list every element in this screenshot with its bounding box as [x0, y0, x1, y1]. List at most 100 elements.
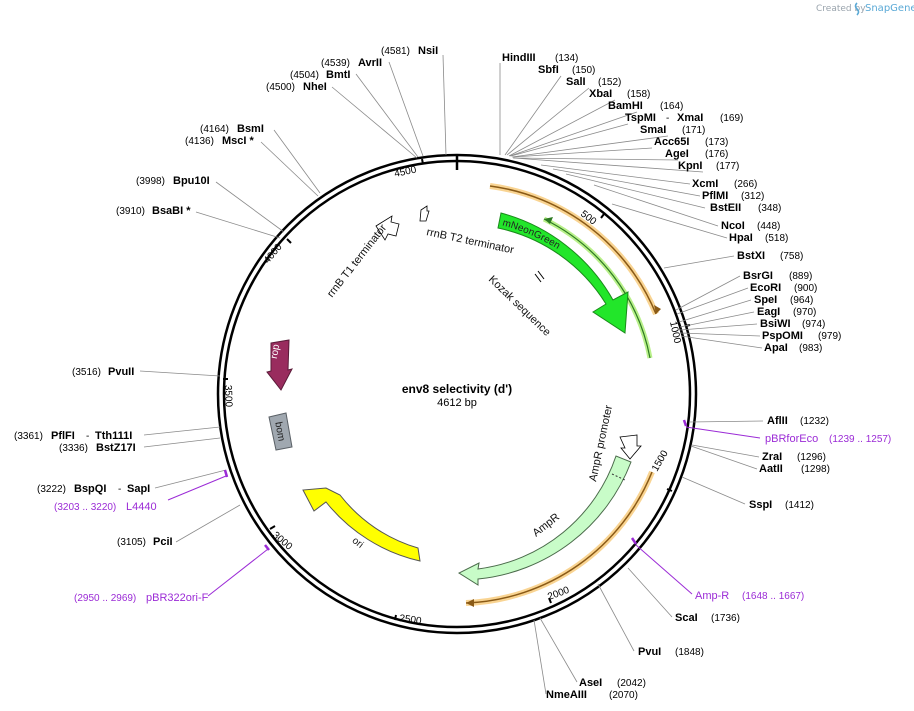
- svg-text:BstZ17I: BstZ17I: [96, 442, 136, 454]
- enzyme-bsrgi[interactable]: BsrGI (889): [743, 270, 812, 282]
- orf-ampr[interactable]: [465, 470, 655, 607]
- enzyme-msci[interactable]: (4136) MscI *: [185, 135, 255, 147]
- primer-label-l4440[interactable]: (3203 .. 3220) L4440: [54, 501, 157, 513]
- enzyme-kpni[interactable]: KpnI (177): [678, 160, 739, 172]
- enzyme-bsabi[interactable]: (3910) BsaBI *: [116, 205, 191, 217]
- enzyme-ncoi[interactable]: NcoI (448): [721, 220, 780, 232]
- feature-rop[interactable]: [266, 339, 293, 391]
- feature-label-ampr: AmpR: [530, 511, 562, 539]
- enzyme-ecori[interactable]: EcoRI (900): [750, 282, 817, 294]
- svg-text:SbfI: SbfI: [538, 64, 559, 76]
- enzyme-bsiwi[interactable]: BsiWI (974): [760, 318, 825, 330]
- svg-text:(312): (312): [741, 191, 764, 202]
- enzyme-bmti[interactable]: (4504) BmtI: [290, 69, 350, 81]
- feature-label-bom: bom: [272, 421, 286, 442]
- svg-text:Acc65I: Acc65I: [654, 136, 689, 148]
- svg-text:SmaI: SmaI: [640, 124, 666, 136]
- enzyme-scai[interactable]: ScaI (1736): [675, 612, 740, 624]
- enzyme-acc65i[interactable]: Acc65I (173): [654, 136, 728, 148]
- enzyme-nsii[interactable]: (4581) NsiI: [381, 45, 438, 57]
- svg-text:MscI *: MscI *: [222, 135, 255, 147]
- enzyme-bsteii[interactable]: BstEII (348): [710, 202, 781, 214]
- svg-text:(171): (171): [682, 125, 705, 136]
- svg-text:(1648 .. 1667): (1648 .. 1667): [742, 591, 804, 602]
- svg-text:NsiI: NsiI: [418, 45, 438, 57]
- svg-text:(974): (974): [802, 319, 825, 330]
- svg-text:(1296): (1296): [797, 452, 826, 463]
- enzyme-pflfi[interactable]: (3361) PflFI - Tth111I: [14, 430, 132, 442]
- svg-text:BmtI: BmtI: [326, 69, 350, 81]
- enzyme-zrai[interactable]: ZraI (1296): [762, 451, 826, 463]
- svg-text:(152): (152): [598, 77, 621, 88]
- enzyme-asei[interactable]: AseI (2042): [579, 677, 646, 689]
- enzyme-pspomi[interactable]: PspOMI (979): [762, 330, 841, 342]
- enzyme-bspqi[interactable]: (3222) BspQI - SapI: [37, 483, 150, 495]
- svg-text:(1736): (1736): [711, 613, 740, 624]
- svg-text:(900): (900): [794, 283, 817, 294]
- feature-rrnb-t2: [419, 205, 430, 222]
- enzyme-pvui[interactable]: PvuI (1848): [638, 646, 704, 658]
- svg-text:(964): (964): [790, 295, 813, 306]
- svg-text:(889): (889): [789, 271, 812, 282]
- svg-text:AvrII: AvrII: [358, 57, 382, 69]
- svg-text:ZraI: ZraI: [762, 451, 782, 463]
- primer-label-pbrforeco[interactable]: pBRforEco (1239 .. 1257): [765, 433, 891, 445]
- enzyme-nmeaiii[interactable]: NmeAIII (2070): [546, 689, 638, 701]
- enzyme-apai[interactable]: ApaI (983): [764, 342, 822, 354]
- feature-mneongreen[interactable]: [497, 212, 629, 334]
- enzyme-eagi[interactable]: EagI (970): [757, 306, 816, 318]
- svg-text:AseI: AseI: [579, 677, 602, 689]
- svg-text:(1232): (1232): [800, 416, 829, 427]
- enzyme-hpai[interactable]: HpaI (518): [729, 232, 788, 244]
- enzyme-sbfi[interactable]: SbfI (150): [538, 64, 595, 76]
- svg-text:NcoI: NcoI: [721, 220, 745, 232]
- svg-text:(1239 .. 1257): (1239 .. 1257): [829, 434, 891, 445]
- svg-text:(348): (348): [758, 203, 781, 214]
- feature-label-ori: ori: [350, 535, 366, 551]
- enzyme-bamhi[interactable]: BamHI (164): [608, 100, 683, 112]
- feature-ori[interactable]: [302, 487, 421, 562]
- svg-text:Amp-R: Amp-R: [695, 590, 729, 602]
- enzyme-bsmi[interactable]: (4164) BsmI: [200, 123, 264, 135]
- primer-label-pbr322ori[interactable]: (2950 .. 2969) pBR322ori-F: [74, 592, 209, 604]
- primer-pbr322ori[interactable]: [207, 544, 270, 597]
- enzyme-xcmi[interactable]: XcmI (266): [692, 178, 757, 190]
- enzyme-pcii[interactable]: (3105) PciI: [117, 536, 173, 548]
- primer-pbrforeco[interactable]: [682, 419, 761, 439]
- enzyme-smai[interactable]: SmaI (171): [640, 124, 705, 136]
- svg-text:ApaI: ApaI: [764, 342, 788, 354]
- svg-text:TspMI: TspMI: [625, 112, 656, 124]
- feature-ampr[interactable]: [457, 455, 632, 586]
- enzyme-spei[interactable]: SpeI (964): [754, 294, 813, 306]
- svg-text:PvuI: PvuI: [638, 646, 661, 658]
- enzyme-sspi[interactable]: SspI (1412): [749, 499, 814, 511]
- enzyme-agei[interactable]: AgeI (176): [665, 148, 728, 160]
- svg-text:L4440: L4440: [126, 501, 157, 513]
- enzyme-pvuii[interactable]: (3516) PvuII: [72, 366, 134, 378]
- primer-l4440[interactable]: [167, 469, 229, 501]
- enzyme-aatii[interactable]: AatII (1298): [759, 463, 830, 475]
- enzyme-bpu10i[interactable]: (3998) Bpu10I: [136, 175, 210, 187]
- orf-mneongreen-inner[interactable]: [542, 216, 653, 359]
- enzyme-bstxi[interactable]: BstXI (758): [737, 250, 803, 262]
- orf-mneongreen[interactable]: [489, 183, 661, 316]
- feature-bom[interactable]: [268, 412, 293, 451]
- svg-text:(2950 .. 2969): (2950 .. 2969): [74, 593, 136, 604]
- enzyme-hindiii[interactable]: HindIII (134): [502, 52, 578, 64]
- enzyme-xbai[interactable]: XbaI (158): [589, 88, 650, 100]
- enzyme-nhei[interactable]: (4500) NheI: [266, 81, 327, 93]
- primer-label-ampr[interactable]: Amp-R (1648 .. 1667): [695, 590, 804, 602]
- enzyme-pflmi[interactable]: PflMI (312): [702, 190, 764, 202]
- enzyme-tspmi[interactable]: TspMI - XmaI (169): [625, 112, 743, 124]
- enzyme-avrii[interactable]: (4539) AvrII: [321, 57, 382, 69]
- enzyme-aflii[interactable]: AflII (1232): [767, 415, 829, 427]
- svg-text:SpeI: SpeI: [754, 294, 777, 306]
- svg-text:PflFI: PflFI: [51, 430, 75, 442]
- feature-rrnb-t1: [375, 215, 400, 241]
- svg-text:(4164): (4164): [200, 124, 229, 135]
- primer-ampr[interactable]: [630, 537, 693, 595]
- svg-text:(3998): (3998): [136, 176, 165, 187]
- tick-label-1000: 1000: [667, 320, 682, 344]
- enzyme-sali[interactable]: SalI (152): [566, 76, 621, 88]
- enzyme-bstz17i[interactable]: (3336) BstZ17I: [59, 442, 136, 454]
